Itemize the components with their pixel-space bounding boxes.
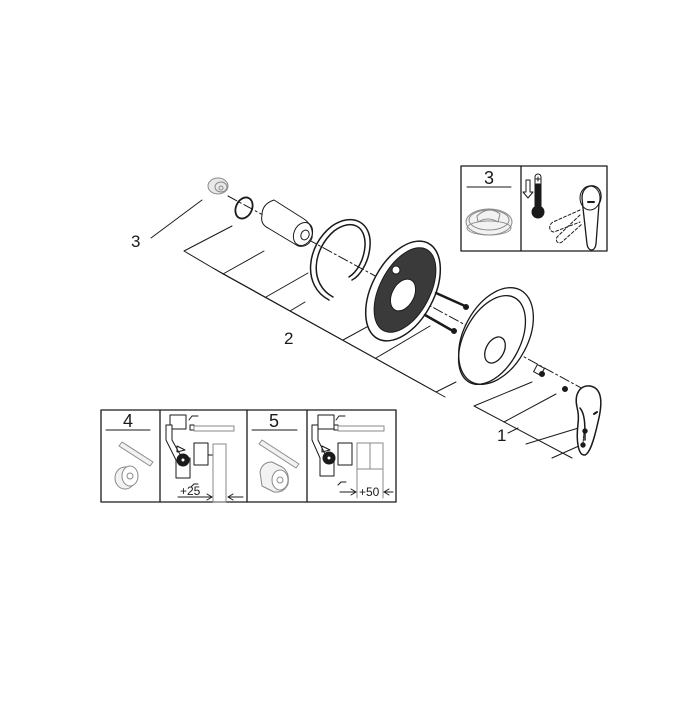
o-ring-part	[234, 196, 254, 220]
leader-line-3	[150, 199, 203, 239]
extension-adapter-50-icon	[259, 461, 289, 493]
leader-bracket-1	[473, 381, 591, 459]
cartridge-cap-part	[207, 177, 229, 195]
inset-number-5: 5	[268, 411, 279, 431]
inset-temperature-limiter	[460, 165, 608, 252]
callout-label-2: 2	[284, 329, 294, 348]
small-screw-part	[562, 386, 568, 392]
dimension-label-25: +25	[180, 484, 201, 498]
dimension-label-50: +50	[359, 485, 380, 499]
nut-part	[533, 364, 545, 377]
callout-label-1: 1	[497, 426, 507, 445]
valve-body-50-icon	[311, 414, 385, 499]
dimension-arrows-25	[177, 493, 244, 501]
handle-screws-part	[580, 428, 588, 448]
callout-label-3: 3	[131, 232, 141, 251]
dimension-arrows-50	[339, 488, 394, 496]
thermometer-icon	[531, 173, 545, 219]
escutcheon-part	[457, 287, 534, 386]
down-arrow-icon	[522, 179, 534, 199]
limiter-part-icon	[465, 208, 513, 236]
screws-part	[423, 291, 467, 333]
leader-bracket-2	[183, 225, 457, 398]
lever-rotation-icon	[549, 185, 602, 251]
inset-number-3: 3	[483, 168, 494, 188]
inset-number-4: 4	[122, 411, 133, 431]
base-plate-part	[364, 240, 442, 342]
handle-lever-part	[575, 385, 602, 456]
sleeve-part	[261, 199, 314, 247]
retaining-ring-part	[309, 218, 371, 301]
extension-rod-50-icon	[258, 439, 300, 469]
inset-extension-kits	[100, 409, 397, 503]
valve-body-25-icon	[165, 414, 235, 503]
extension-rod-25-icon	[118, 441, 154, 467]
extension-adapter-25-icon	[114, 465, 139, 490]
